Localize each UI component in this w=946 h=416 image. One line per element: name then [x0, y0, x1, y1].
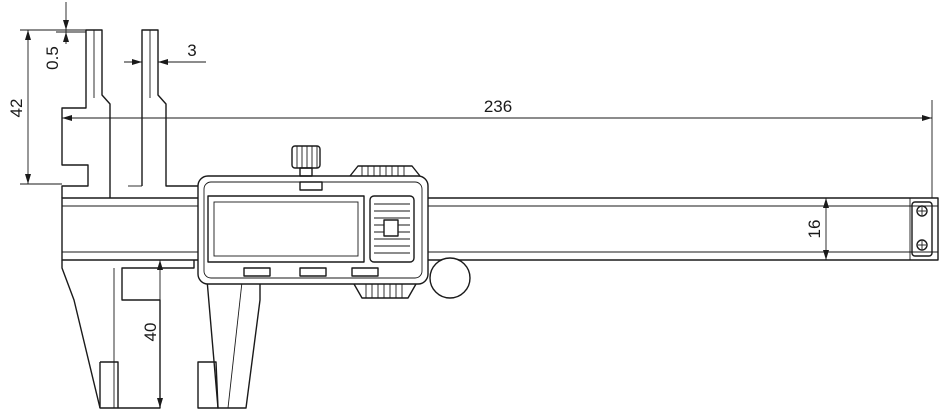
dim-label-40: 40 [141, 323, 160, 342]
dim-inside-jaw-depth: 42 [7, 29, 86, 185]
dim-label-3: 3 [187, 41, 196, 60]
bottom-knurl [353, 283, 417, 299]
dim-label-236: 236 [484, 97, 512, 116]
mode-button [243, 267, 271, 277]
sliding-jaw [128, 29, 261, 409]
slider-body [197, 175, 429, 285]
unit-button [299, 267, 327, 277]
lcd-display [207, 195, 365, 263]
dim-label-42: 42 [7, 99, 26, 118]
dim-outside-jaw-depth: 40 [141, 260, 163, 408]
dim-label-0-5: 0.5 [43, 46, 62, 70]
dim-label-16: 16 [805, 220, 824, 239]
thumb-grip-lines [374, 203, 410, 254]
fixed-jaw [61, 29, 195, 409]
zero-button [299, 181, 323, 191]
screw-icon [916, 239, 928, 251]
end-plate-screws [911, 201, 933, 257]
screw-icon [916, 205, 928, 217]
dim-beam-height: 16 [805, 198, 829, 260]
on-off-button [351, 267, 379, 277]
dim-inside-jaw-tip: 0.5 [43, 2, 86, 70]
dim-overall-length: 236 [61, 97, 933, 198]
thumb-wheel-icon [429, 257, 471, 299]
top-knurl [349, 165, 421, 177]
lock-screw-icon [291, 145, 321, 177]
dim-jaw-thickness: 3 [124, 41, 206, 65]
